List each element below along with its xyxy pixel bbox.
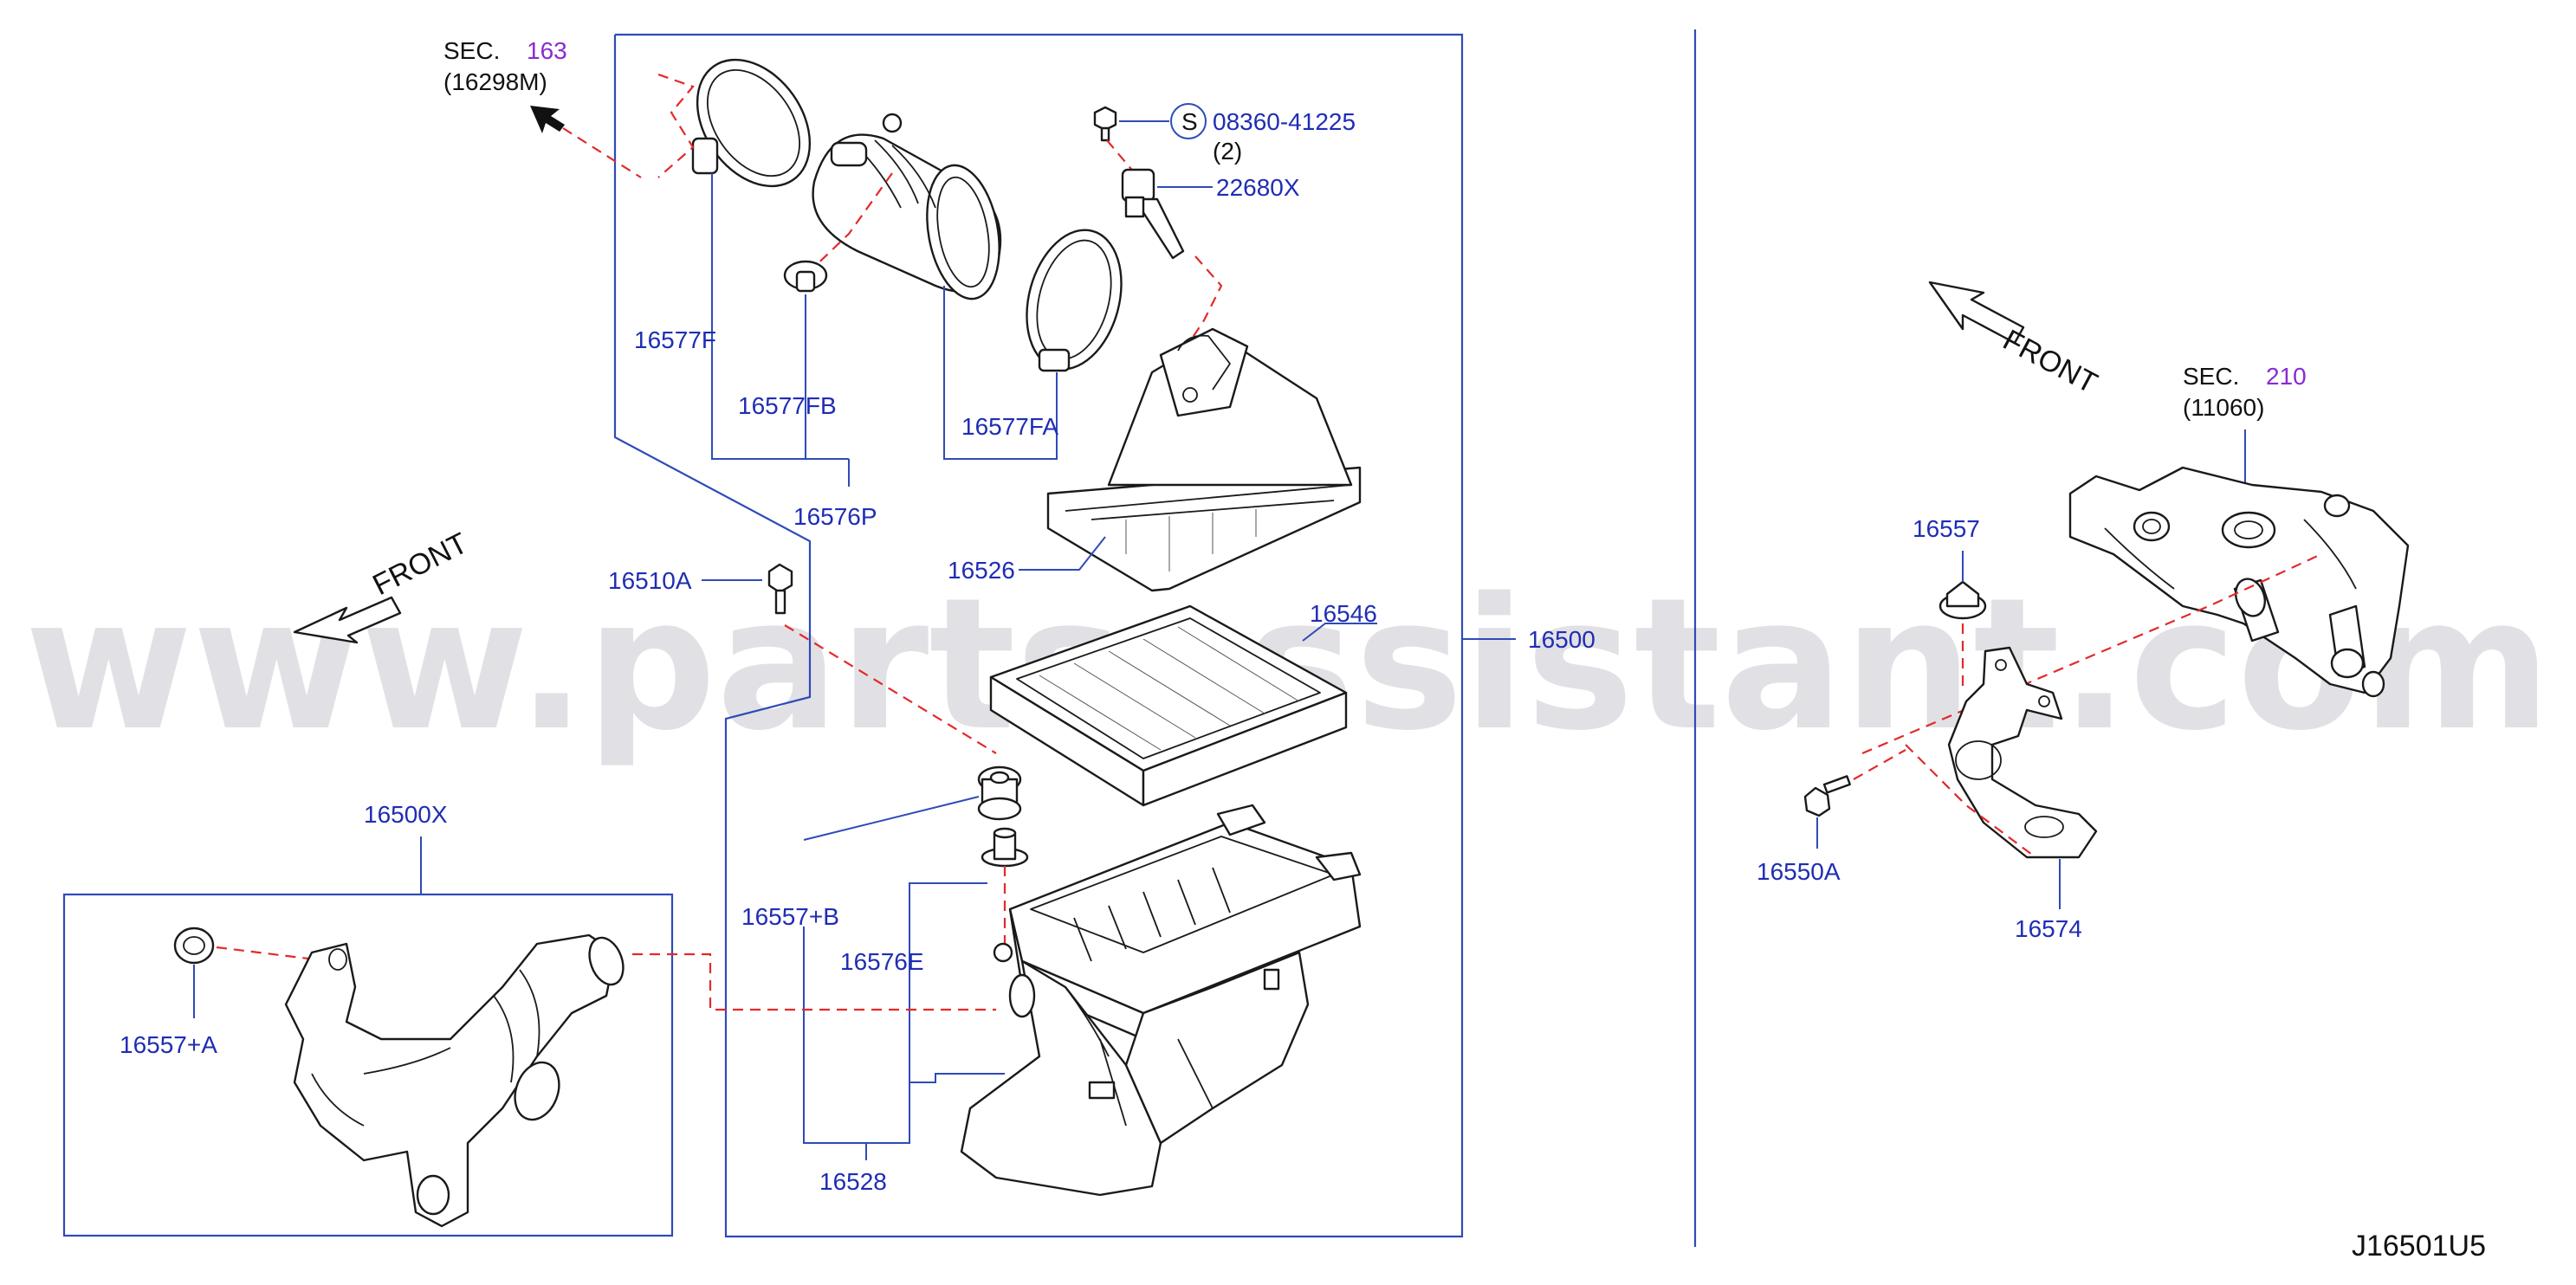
label-16528: 16528 — [819, 1168, 887, 1195]
mass-air-flow-sensor-22680x — [1121, 168, 1185, 260]
hose-clamp-16577fb — [783, 260, 828, 293]
direction-arrow-icon — [530, 106, 565, 133]
label-16557: 16557 — [1913, 515, 1980, 542]
label-08360-qty: (2) — [1213, 138, 1242, 165]
assembly-frame-16500 — [613, 33, 1464, 1238]
front-label-right: FRONT — [1997, 324, 2102, 401]
label-08360-41225: 08360-41225 — [1213, 108, 1356, 135]
bushing-16576e — [981, 827, 1029, 868]
label-16550a: 16550A — [1757, 858, 1841, 885]
label-16546: 16546 — [1310, 600, 1377, 627]
label-22680x: 22680X — [1216, 174, 1300, 201]
bolt-16550a — [1803, 775, 1851, 817]
label-16557a: 16557+A — [120, 1031, 217, 1058]
grommet-16557b — [977, 765, 1022, 821]
label-16577fa: 16577FA — [961, 413, 1058, 440]
screw-symbol: S — [1181, 108, 1198, 135]
label-16574: 16574 — [2015, 915, 2082, 942]
hose-clamp-16577f — [691, 58, 812, 188]
front-arrow-icon — [1928, 281, 2025, 345]
sec163-prefix: SEC. — [443, 37, 500, 64]
label-16500x: 16500X — [364, 801, 448, 828]
sec210-prefix: SEC. — [2183, 363, 2239, 390]
label-16510a: 16510A — [608, 567, 692, 594]
air-cleaner-lower-case-16528 — [960, 804, 1362, 1197]
intake-duct-16576p — [812, 113, 1002, 300]
sec210-sub: (11060) — [2183, 394, 2264, 421]
bolt-icon — [767, 563, 793, 615]
grommet-16557 — [1938, 580, 1987, 620]
label-16576e: 16576E — [840, 948, 924, 975]
sec210-number: 210 — [2266, 363, 2307, 390]
label-16576p: 16576P — [793, 503, 877, 530]
label-16557b: 16557+B — [741, 903, 839, 930]
air-filter-element-16546 — [989, 604, 1348, 807]
label-16577f: 16577F — [634, 326, 716, 353]
screw-icon — [1093, 106, 1117, 142]
assembly-frame-16500x — [62, 893, 674, 1237]
hose-clamp-16577fa — [1026, 229, 1123, 372]
sec163-number: 163 — [527, 37, 567, 64]
engine-housing-11060 — [2068, 466, 2410, 698]
front-arrow-icon — [293, 596, 402, 644]
grommet-16557a — [173, 927, 215, 965]
sec163-sub: (16298M) — [443, 68, 547, 95]
label-16577fb: 16577FB — [738, 392, 837, 419]
air-cleaner-cover-16526 — [1046, 327, 1362, 592]
bracket-16574 — [1947, 646, 2098, 859]
air-duct-16500x — [284, 933, 625, 1228]
drawing-code: J16501U5 — [2352, 1230, 2486, 1262]
label-16500: 16500 — [1528, 626, 1595, 653]
label-16526: 16526 — [948, 557, 1015, 584]
